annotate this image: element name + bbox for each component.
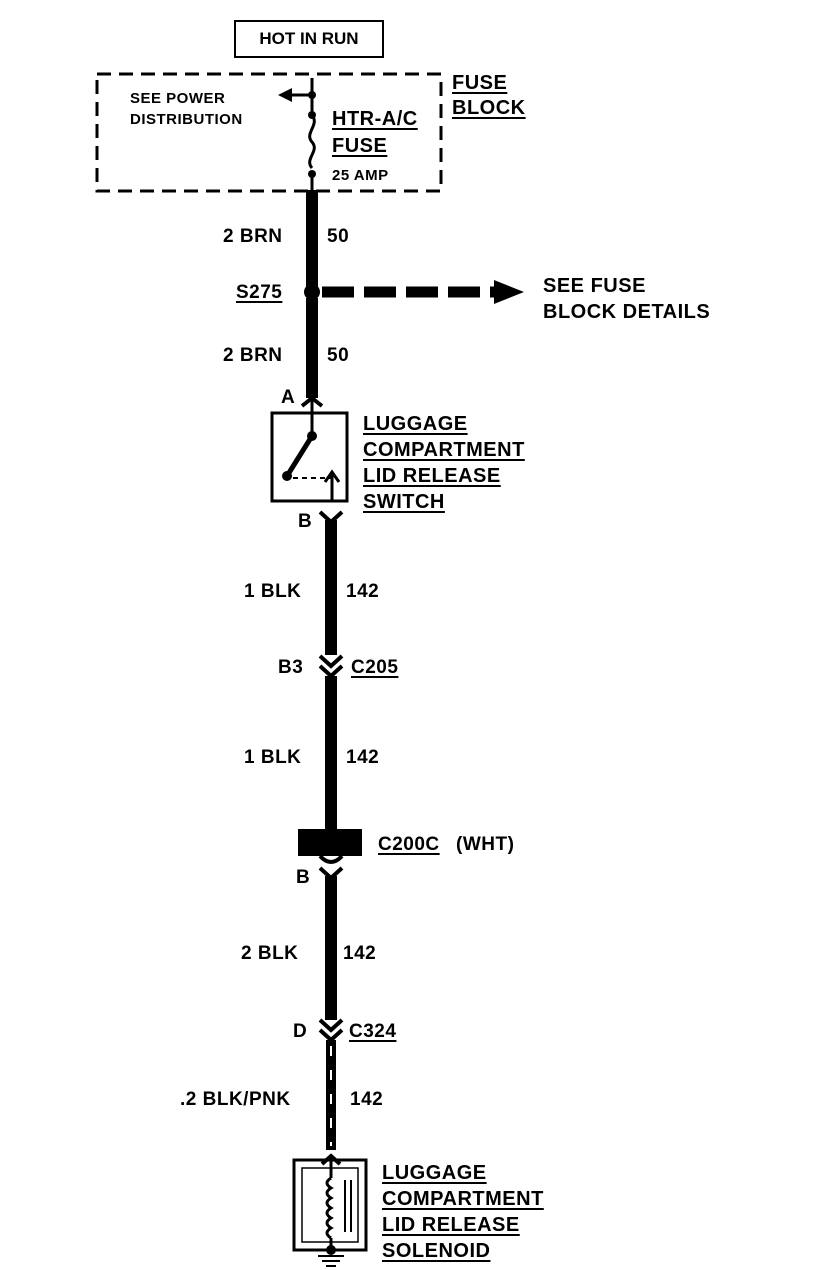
splice-ref-label: SEE FUSE BLOCK DETAILS [543, 273, 710, 325]
wire-circuit-number: 142 [346, 581, 380, 602]
c200c-connector-block [298, 829, 362, 856]
solenoid-coil [325, 1176, 334, 1240]
fuse-rating-label: 25 AMP [332, 167, 389, 184]
wire-size-color: 2 BRN [223, 345, 283, 366]
see-power-distribution-label: SEE POWER DISTRIBUTION [130, 88, 243, 130]
c205-pin-label: B3 [278, 657, 304, 678]
splice-branch-arrow [494, 280, 524, 304]
wire-circuit-number: 142 [346, 747, 380, 768]
wire-size-color: 2 BRN [223, 226, 283, 247]
wire-circuit-number: 142 [343, 943, 377, 964]
fuse-name-line: HTR-A/C [332, 108, 418, 130]
wire-circuit-number: 50 [327, 345, 350, 366]
c324-connector-top [318, 1018, 344, 1033]
switch-name-label: LUGGAGE COMPARTMENT LID RELEASE SWITCH [363, 411, 525, 515]
see-power-line: DISTRIBUTION [130, 111, 243, 128]
splice-id: S275 [236, 282, 283, 303]
switch-name-line: LUGGAGE [363, 413, 468, 435]
splice-ref-line: BLOCK DETAILS [543, 301, 711, 323]
switch-blade [284, 434, 315, 478]
c324-id-label: C324 [349, 1021, 397, 1042]
switch-box [270, 411, 349, 503]
fuse-block-title: FUSE BLOCK [452, 71, 526, 121]
c205-connector-top [318, 654, 344, 669]
wire-size-color: 1 BLK [244, 747, 302, 768]
splice-s275-dot [304, 284, 320, 300]
solenoid-name-label: LUGGAGE COMPARTMENT LID RELEASE SOLENOID [382, 1160, 544, 1264]
switch-pivot [282, 471, 292, 481]
switch-name-line: COMPARTMENT [363, 439, 525, 461]
switch-out-arrow-inner [323, 469, 341, 483]
c200c-socket [318, 854, 344, 864]
wire-size-color: 1 BLK [244, 581, 302, 602]
switch-terminal-b-label: B [298, 511, 313, 532]
fuse-block-title-line: BLOCK [452, 97, 526, 119]
fuse-block-outline [95, 72, 443, 193]
wire-size-color: .2 BLK/PNK [180, 1089, 291, 1110]
wire-size-color: 2 BLK [241, 943, 299, 964]
solenoid-ground-node [326, 1245, 336, 1255]
solenoid-name-line: LUGGAGE [382, 1162, 487, 1184]
switch-name-line: SWITCH [363, 491, 445, 513]
solenoid-name-line: COMPARTMENT [382, 1188, 544, 1210]
see-power-line: SEE POWER [130, 90, 226, 107]
solenoid-name-line: LID RELEASE [382, 1214, 520, 1236]
wire-circuit-number: 142 [350, 1089, 384, 1110]
c205-id-label: C205 [351, 657, 399, 678]
c200c-pin-label: B [296, 867, 311, 888]
hot-in-run-box: HOT IN RUN [234, 20, 384, 58]
htr-ac-fuse-label: HTR-A/C FUSE [332, 106, 418, 160]
switch-terminal-a-label: A [281, 387, 296, 408]
switch-name-line: LID RELEASE [363, 465, 501, 487]
c324-pin-label: D [293, 1021, 308, 1042]
solenoid-name-line: SOLENOID [382, 1240, 491, 1262]
fuse-block-title-line: FUSE [452, 72, 508, 94]
fuse-name-line: FUSE [332, 135, 388, 157]
power-distribution-arrow [278, 88, 292, 102]
c200c-id-label: C200C [378, 834, 440, 855]
fuse-element [308, 114, 316, 169]
splice-ref-line: SEE FUSE [543, 275, 646, 297]
c200c-note-label: (WHT) [456, 834, 515, 855]
wire-circuit-number: 50 [327, 226, 350, 247]
